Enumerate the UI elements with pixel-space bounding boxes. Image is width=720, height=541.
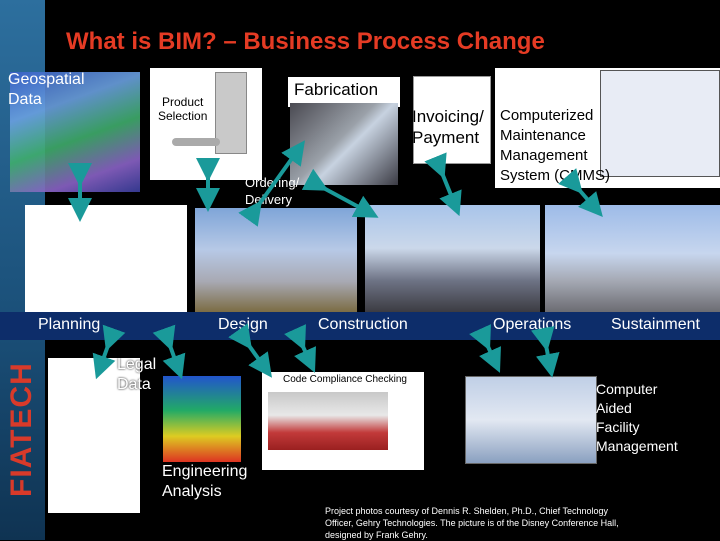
page-title: What is BIM? – Business Process Change: [66, 28, 545, 55]
invoicing-label: Invoicing/Payment: [412, 107, 484, 147]
construction-photo-image: [365, 205, 540, 313]
photo-credit: Project photos courtesy of Dennis R. She…: [325, 506, 619, 540]
fabrication-panel: [288, 77, 400, 107]
phase-planning: Planning: [38, 316, 101, 333]
arrow: [284, 324, 316, 373]
arrow: [469, 324, 501, 373]
legal-document-image: [48, 358, 140, 513]
arrow: [424, 152, 462, 217]
phase-sustainment: Sustainment: [611, 316, 700, 333]
arrow: [152, 324, 186, 380]
building-model-image: [268, 392, 388, 450]
arrow: [558, 168, 603, 218]
phase-construction: Construction: [318, 316, 408, 333]
arrow: [530, 325, 560, 378]
arrow: [238, 140, 305, 227]
arrow: [228, 323, 272, 378]
cafm-image: [465, 376, 597, 464]
fabrication-label: Fabrication: [294, 80, 379, 99]
code-compliance-label: Code Compliance Checking: [283, 374, 407, 385]
door-lever-image: [172, 138, 220, 146]
engineering-analysis-image: [163, 376, 241, 462]
operations-photo-image: [545, 205, 720, 313]
invoice-document-image: [413, 76, 491, 164]
arrow: [301, 168, 379, 218]
arrow: [92, 324, 126, 380]
planning-sketch-image: [25, 205, 187, 313]
cmms-screenshot: [600, 70, 720, 177]
